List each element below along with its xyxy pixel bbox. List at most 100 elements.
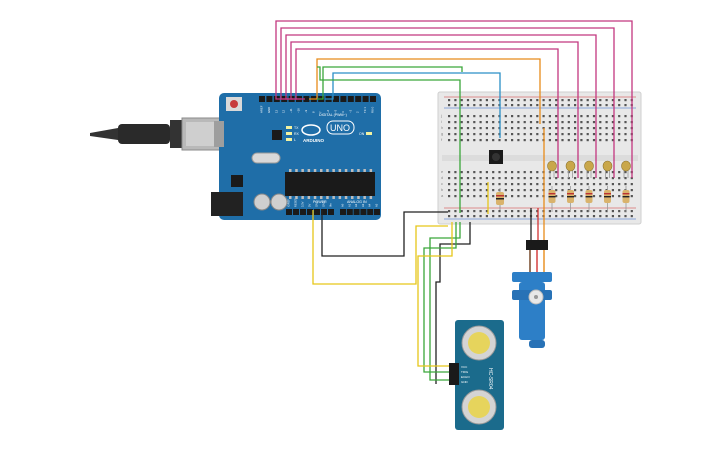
breadboard-hole[interactable] (523, 210, 526, 213)
breadboard-hole[interactable] (624, 121, 627, 124)
breadboard-hole[interactable] (605, 139, 608, 142)
breadboard-hole[interactable] (561, 210, 564, 213)
breadboard-hole[interactable] (454, 189, 457, 192)
breadboard-hole[interactable] (492, 171, 495, 174)
breadboard-hole[interactable] (536, 177, 539, 180)
breadboard-hole[interactable] (624, 139, 627, 142)
breadboard-hole[interactable] (454, 121, 457, 124)
breadboard-hole[interactable] (517, 121, 520, 124)
breadboard-hole[interactable] (618, 121, 621, 124)
breadboard-hole[interactable] (592, 121, 596, 124)
breadboard-hole[interactable] (473, 189, 476, 192)
breadboard-hole[interactable] (460, 210, 463, 213)
breadboard-hole[interactable] (599, 215, 602, 218)
push-button[interactable] (489, 150, 503, 164)
breadboard-hole[interactable] (618, 195, 621, 198)
breadboard-hole[interactable] (454, 177, 457, 180)
breadboard-hole[interactable] (586, 177, 589, 180)
breadboard-hole[interactable] (454, 99, 457, 102)
breadboard-hole[interactable] (618, 215, 621, 218)
breadboard-hole[interactable] (511, 210, 514, 213)
breadboard-hole[interactable] (448, 195, 451, 198)
breadboard-hole[interactable] (466, 133, 470, 136)
breadboard-hole[interactable] (586, 121, 589, 124)
digital-pin[interactable] (355, 96, 362, 102)
breadboard-hole[interactable] (511, 127, 514, 130)
breadboard-hole[interactable] (624, 177, 627, 180)
breadboard-hole[interactable] (599, 139, 602, 142)
breadboard-hole[interactable] (454, 139, 457, 142)
breadboard-hole[interactable] (504, 127, 507, 130)
breadboard-hole[interactable] (529, 133, 533, 136)
analog-pin[interactable] (340, 209, 346, 215)
breadboard-hole[interactable] (454, 171, 457, 174)
breadboard-hole[interactable] (485, 215, 488, 218)
breadboard-hole[interactable] (492, 115, 495, 118)
breadboard-hole[interactable] (611, 115, 614, 118)
breadboard-hole[interactable] (466, 171, 470, 174)
digital-pin[interactable] (340, 96, 347, 102)
digital-pin[interactable] (259, 96, 265, 102)
breadboard-hole[interactable] (580, 183, 583, 186)
breadboard-hole[interactable] (536, 115, 539, 118)
breadboard-hole[interactable] (492, 104, 495, 107)
breadboard-hole[interactable] (517, 115, 520, 118)
breadboard-hole[interactable] (599, 183, 602, 186)
breadboard-hole[interactable] (542, 99, 545, 102)
breadboard-hole[interactable] (523, 115, 526, 118)
breadboard-hole[interactable] (536, 133, 539, 136)
breadboard-hole[interactable] (561, 189, 564, 192)
breadboard-hole[interactable] (574, 189, 577, 192)
breadboard-hole[interactable] (466, 215, 470, 218)
breadboard-hole[interactable] (511, 189, 514, 192)
breadboard-hole[interactable] (466, 183, 470, 186)
breadboard-hole[interactable] (542, 104, 545, 107)
breadboard-hole[interactable] (517, 171, 520, 174)
analog-pin[interactable] (360, 209, 367, 215)
analog-pin[interactable] (353, 209, 360, 215)
breadboard-hole[interactable] (618, 189, 621, 192)
breadboard-hole[interactable] (611, 139, 614, 142)
breadboard-hole[interactable] (511, 121, 514, 124)
breadboard-hole[interactable] (517, 210, 520, 213)
breadboard-hole[interactable] (485, 115, 488, 118)
breadboard-hole[interactable] (555, 104, 558, 107)
breadboard-hole[interactable] (618, 115, 621, 118)
breadboard-hole[interactable] (561, 121, 564, 124)
breadboard-hole[interactable] (548, 121, 551, 124)
breadboard-hole[interactable] (599, 177, 602, 180)
breadboard-hole[interactable] (618, 99, 621, 102)
breadboard-hole[interactable] (624, 183, 627, 186)
breadboard-hole[interactable] (492, 183, 495, 186)
breadboard-hole[interactable] (466, 99, 470, 102)
breadboard-hole[interactable] (605, 210, 608, 213)
breadboard-hole[interactable] (611, 189, 614, 192)
breadboard-hole[interactable] (460, 133, 463, 136)
breadboard-hole[interactable] (523, 127, 526, 130)
breadboard-hole[interactable] (605, 215, 608, 218)
breadboard-hole[interactable] (485, 183, 488, 186)
breadboard-hole[interactable] (618, 104, 621, 107)
breadboard-hole[interactable] (523, 139, 526, 142)
power-pin[interactable] (321, 209, 327, 215)
breadboard-hole[interactable] (460, 215, 463, 218)
breadboard-hole[interactable] (555, 183, 558, 186)
breadboard-hole[interactable] (492, 139, 495, 142)
breadboard-hole[interactable] (555, 177, 558, 180)
breadboard-hole[interactable] (592, 183, 596, 186)
breadboard-hole[interactable] (511, 115, 514, 118)
breadboard-hole[interactable] (605, 177, 608, 180)
breadboard-hole[interactable] (624, 99, 627, 102)
breadboard-hole[interactable] (586, 133, 589, 136)
breadboard-hole[interactable] (454, 115, 457, 118)
breadboard-hole[interactable] (599, 171, 602, 174)
breadboard-hole[interactable] (630, 189, 633, 192)
breadboard-hole[interactable] (448, 183, 451, 186)
breadboard-hole[interactable] (555, 121, 558, 124)
breadboard-hole[interactable] (485, 99, 488, 102)
breadboard-hole[interactable] (523, 183, 526, 186)
breadboard-hole[interactable] (536, 99, 539, 102)
breadboard-hole[interactable] (574, 195, 577, 198)
breadboard-hole[interactable] (561, 177, 564, 180)
breadboard-hole[interactable] (611, 177, 614, 180)
